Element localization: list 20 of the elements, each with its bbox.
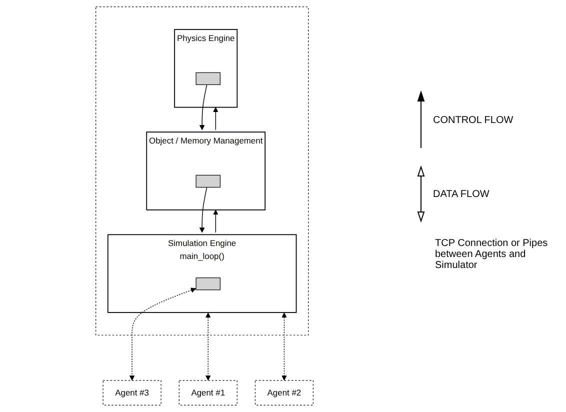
arrow bbox=[200, 186, 208, 233]
arrow bbox=[130, 288, 197, 381]
arrow bbox=[282, 312, 288, 381]
node-box: Agent #2 bbox=[255, 380, 314, 406]
cluster: Physics Engine bbox=[174, 29, 238, 108]
cluster: Object / Memory Management bbox=[146, 132, 266, 210]
note-text: TCP Connection or Pipes between Agents and Simulator bbox=[435, 238, 549, 271]
node-box bbox=[196, 174, 221, 188]
node-box bbox=[196, 72, 221, 85]
node-box: Agent #3 bbox=[103, 380, 162, 406]
node-box bbox=[196, 278, 221, 290]
cluster bbox=[96, 6, 310, 336]
legend-text: CONTROL FLOW bbox=[433, 114, 514, 126]
arrow bbox=[214, 107, 219, 130]
arrow bbox=[206, 312, 212, 381]
node-box: Agent #1 bbox=[179, 380, 238, 406]
cluster: Simulation Engine main_loop() bbox=[108, 234, 298, 313]
legend-text: DATA FLOW bbox=[433, 188, 490, 200]
arrow bbox=[200, 84, 208, 130]
arrow bbox=[214, 210, 219, 233]
